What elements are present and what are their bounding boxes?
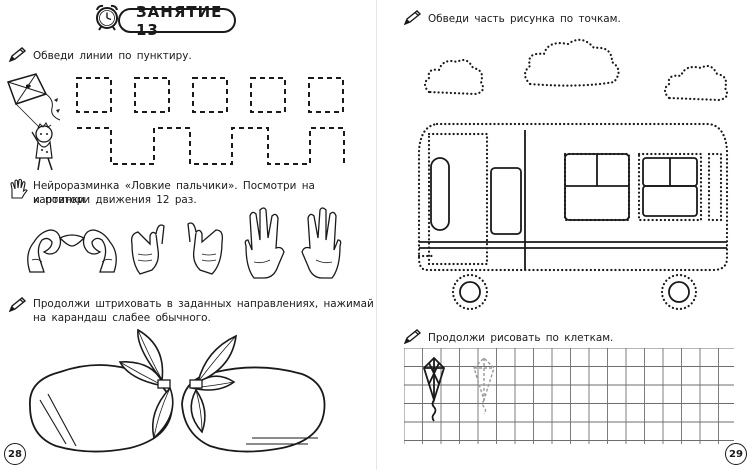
page-number: 28 <box>4 443 26 465</box>
lemons-shading-illustration <box>29 328 326 453</box>
task-shading: Продолжи штриховать в заданных направлен… <box>7 296 374 325</box>
grid-lines <box>404 348 734 444</box>
pencil-icon <box>8 47 27 63</box>
hands-fingers-illustration <box>244 207 342 279</box>
pencil-icon <box>403 329 422 345</box>
kite-grid <box>404 348 734 444</box>
left-page: ЗАНЯТИЕ 13 Обведи линии по пунктиру. <box>0 0 376 470</box>
bus-illustration <box>417 122 729 311</box>
pencil-icon <box>8 297 27 313</box>
task-text: Обведи часть рисунка по точкам. <box>428 13 621 25</box>
task-text: Продолжи штриховать в заданных направлен… <box>33 298 374 310</box>
task-text: и повтори движения 12 раз. <box>33 194 197 206</box>
dashed-squares <box>76 77 344 113</box>
task-grid-drawing: Продолжи рисовать по клеткам. <box>402 328 613 346</box>
hands-thumbs-illustration <box>130 222 224 275</box>
dashed-meander-line <box>77 127 345 165</box>
hands-glasses-illustration <box>27 229 117 273</box>
task-trace-lines: Обведи линии по пунктиру. <box>7 46 192 64</box>
task-text: Нейроразминка «Ловкие пальчики». Посмотр… <box>33 180 315 206</box>
task-text: Продолжи рисовать по клеткам. <box>428 332 614 344</box>
task-text: Обведи линии по пунктиру. <box>33 50 192 62</box>
page-number: 29 <box>725 443 747 465</box>
task-dot-tracing: Обведи часть рисунка по точкам. <box>402 9 621 27</box>
hand-icon <box>10 178 28 199</box>
task-text: на карандаш слабее обычного. <box>33 312 211 324</box>
alarm-clock-icon <box>96 4 118 31</box>
dotted-cloud <box>423 58 485 96</box>
dotted-cloud <box>523 38 620 87</box>
kite-boy-illustration <box>7 73 61 171</box>
gutter <box>376 0 377 470</box>
lesson-title: ЗАНЯТИЕ 13 <box>118 3 236 39</box>
dotted-cloud <box>663 64 729 102</box>
right-page: Обведи часть рисунка по точкам. <box>377 0 753 470</box>
pencil-icon <box>403 10 422 26</box>
